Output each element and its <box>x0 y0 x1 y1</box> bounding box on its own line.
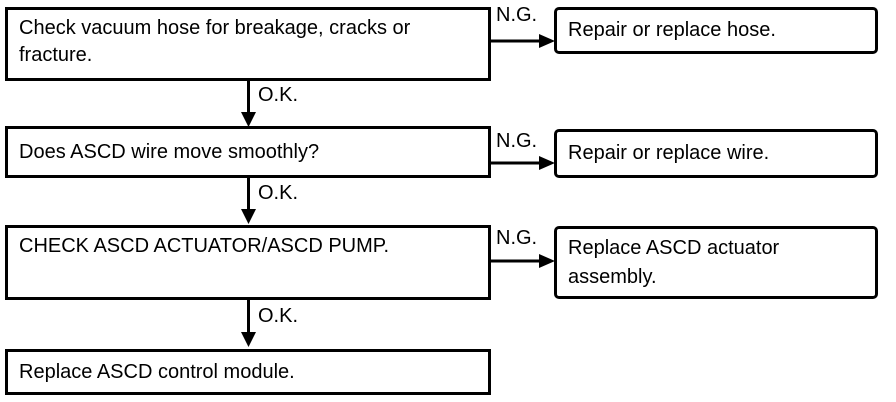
ng-arrow-3-head <box>539 254 555 268</box>
ng-label-3: N.G. <box>496 227 538 249</box>
ok-arrow-3-head <box>241 332 256 347</box>
ng-action-2-box: Repair or replace wire. <box>554 129 878 178</box>
check-step-1-text: Check vacuum hose for breakage, cracks o… <box>19 17 411 66</box>
final-step-text: Replace ASCD control module. <box>19 360 295 383</box>
ok-label-3: O.K. <box>258 305 299 327</box>
ok-arrow-1-head <box>241 112 256 127</box>
ok-label-2: O.K. <box>258 182 299 204</box>
ng-action-2-text: Repair or replace wire. <box>568 142 770 164</box>
ng-label-1: N.G. <box>496 4 538 26</box>
ng-action-3-box: Replace ASCD actuator assembly. <box>554 226 878 299</box>
ng-label-2: N.G. <box>496 130 538 152</box>
ng-action-3-text: Replace ASCD actuator assembly. <box>568 237 780 288</box>
final-step-box: Replace ASCD control module. <box>5 349 491 395</box>
check-step-1-box: Check vacuum hose for breakage, cracks o… <box>5 7 491 81</box>
check-step-3-box: CHECK ASCD ACTUATOR/ASCD PUMP. <box>5 225 491 300</box>
ng-action-1-text: Repair or replace hose. <box>568 19 776 41</box>
ok-label-1: O.K. <box>258 84 299 106</box>
check-step-2-text: Does ASCD wire move smoothly? <box>19 140 320 163</box>
ok-arrow-2-head <box>241 209 256 224</box>
check-step-2-box: Does ASCD wire move smoothly? <box>5 126 491 178</box>
check-step-3-text: CHECK ASCD ACTUATOR/ASCD PUMP. <box>19 235 390 257</box>
ng-arrow-1-head <box>539 34 555 48</box>
ng-arrow-2-head <box>539 156 555 170</box>
ng-action-1-box: Repair or replace hose. <box>554 7 878 54</box>
